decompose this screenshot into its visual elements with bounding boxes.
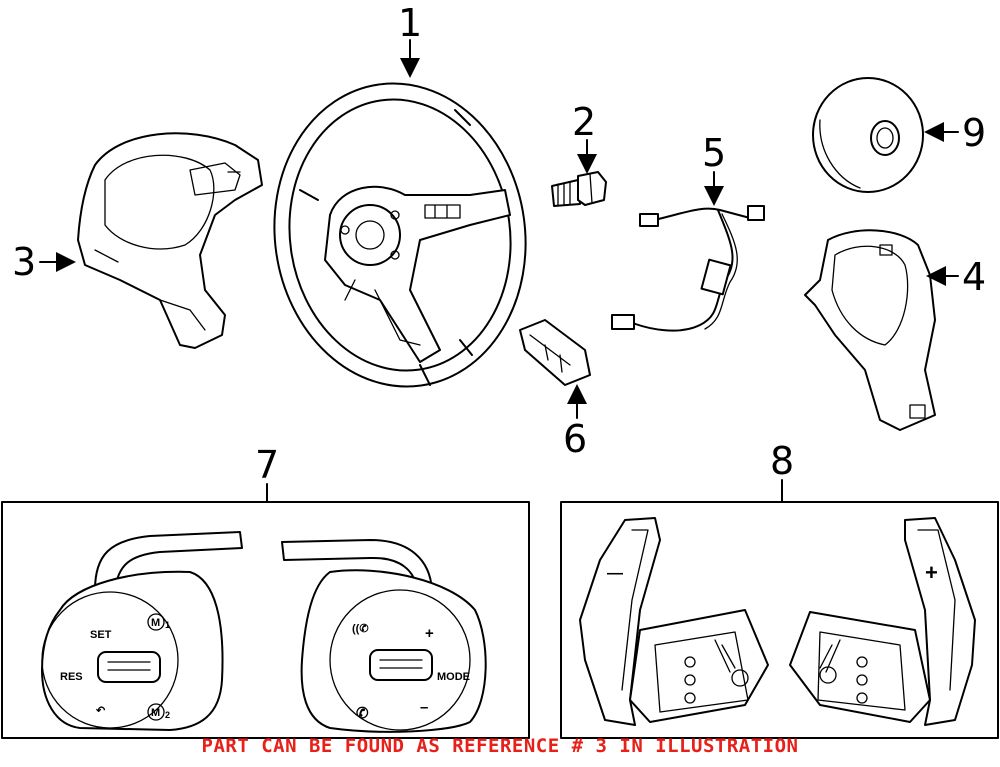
callout-5: 5 bbox=[702, 131, 726, 175]
callout-1: 1 bbox=[398, 1, 422, 45]
box-7 bbox=[1, 501, 530, 739]
part-1-steering-wheel bbox=[273, 82, 527, 388]
phone-icon[interactable]: ✆ bbox=[356, 705, 369, 722]
callout-9: 9 bbox=[962, 111, 986, 155]
resume-icon[interactable]: ↶ bbox=[95, 705, 106, 717]
part-5-wiring-harness bbox=[611, 205, 765, 332]
voice-icon[interactable]: ((✆ bbox=[352, 623, 369, 635]
part-3-trim-cover bbox=[77, 132, 263, 349]
volume-down-button[interactable]: – bbox=[420, 699, 428, 716]
part-2-bolt bbox=[551, 171, 607, 207]
reference-banner: PART CAN BE FOUND AS REFERENCE # 3 IN IL… bbox=[201, 735, 799, 757]
part-4-trim-cover bbox=[804, 229, 936, 431]
m1-label: M bbox=[151, 617, 160, 629]
part-9-airbag bbox=[812, 77, 924, 193]
volume-up-button[interactable]: + bbox=[425, 625, 434, 642]
part-7-right-switch: ((✆ + MODE ✆ – bbox=[281, 539, 487, 733]
part-8-left-paddle: — bbox=[579, 517, 769, 726]
paddle-minus-label: — bbox=[607, 565, 623, 582]
m1-sub: 1 bbox=[165, 620, 170, 630]
m2-sub: 2 bbox=[165, 710, 170, 720]
m1-button[interactable] bbox=[147, 613, 165, 631]
callout-3: 3 bbox=[12, 240, 36, 284]
callout-7: 7 bbox=[255, 443, 279, 487]
m2-button[interactable] bbox=[147, 703, 165, 721]
m2-label: M bbox=[151, 707, 160, 719]
callout-8: 8 bbox=[770, 439, 794, 483]
callout-2: 2 bbox=[572, 100, 596, 144]
paddle-plus-label: + bbox=[925, 560, 938, 585]
callout-4: 4 bbox=[962, 255, 986, 299]
part-7-left-switch: SET RES ↶ M 1 M 2 bbox=[41, 531, 243, 731]
part-6-connector bbox=[519, 319, 591, 386]
mode-button[interactable]: MODE bbox=[437, 671, 470, 683]
res-button[interactable]: RES bbox=[60, 671, 83, 683]
box-8 bbox=[560, 501, 999, 739]
part-8-right-paddle: + bbox=[789, 517, 976, 726]
set-button[interactable]: SET bbox=[90, 629, 112, 641]
callout-6: 6 bbox=[563, 417, 587, 461]
